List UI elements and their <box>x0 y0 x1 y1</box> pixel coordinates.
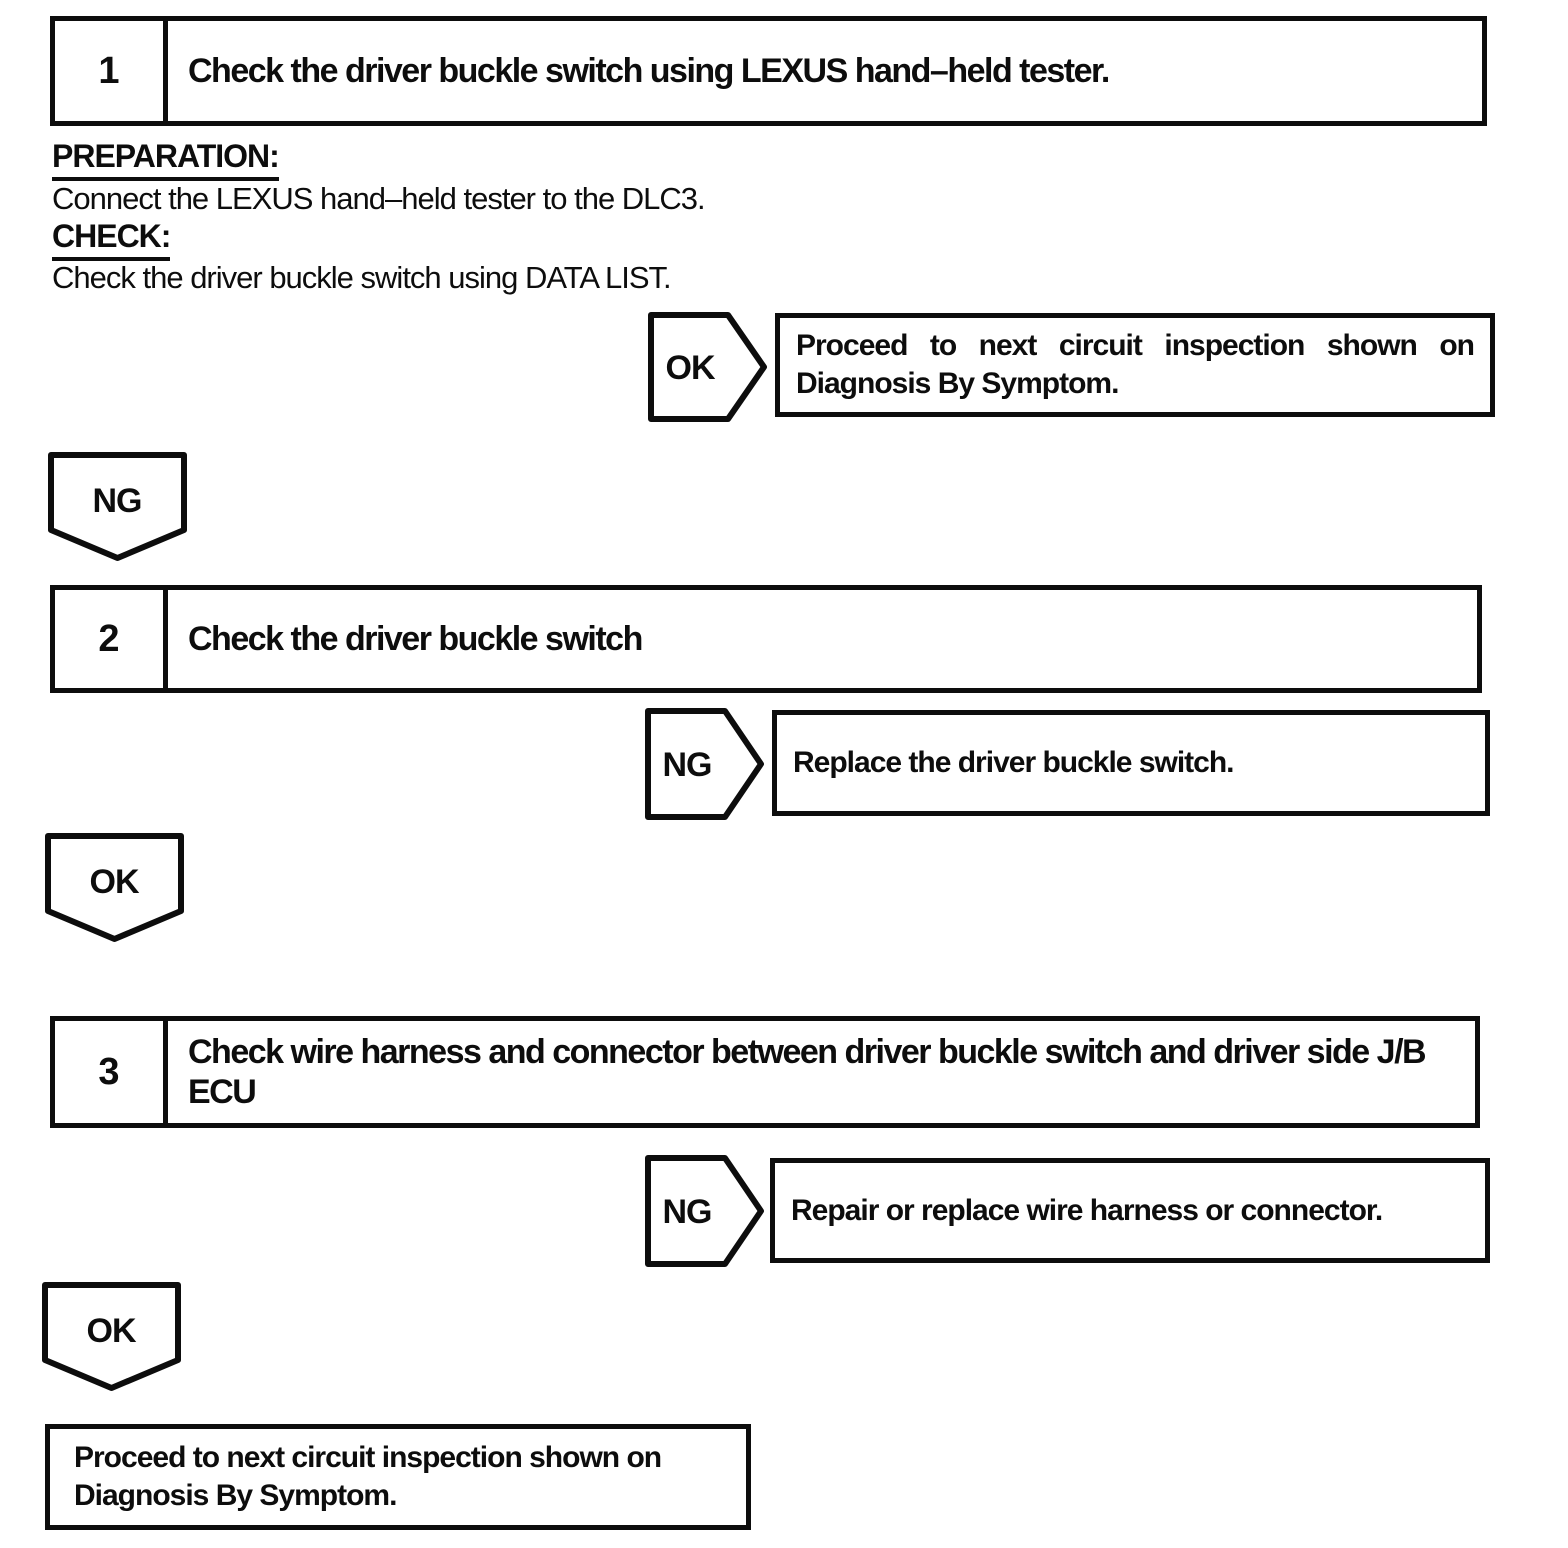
ng-connector-label: NG <box>93 482 142 520</box>
check-label: CHECK: <box>52 220 171 261</box>
ng-arrow-label-3: NG <box>663 1193 712 1231</box>
ng-connector-pentagon: NG <box>48 452 187 561</box>
ng-result-box-3: Repair or replace wire harness or connec… <box>770 1158 1490 1263</box>
final-result-line-1: Proceed to next circuit inspection shown… <box>74 1441 662 1474</box>
ok-arrow-label: OK <box>666 349 716 387</box>
ng-arrow-label-2: NG <box>663 746 712 784</box>
step-1-box: 1 Check the driver buckle switch using L… <box>50 16 1487 126</box>
step-1-title: Check the driver buckle switch using LEX… <box>168 21 1482 121</box>
final-result-line-2: Diagnosis By Symptom. <box>74 1479 397 1512</box>
ng-result-line-2: Replace the driver buckle switch. <box>793 746 1235 779</box>
ok-connector-pentagon-2: OK <box>42 1282 181 1391</box>
step-3-title: Check wire harness and connector between… <box>188 1033 1427 1111</box>
ok-result-box: Proceed to next circuit inspection shown… <box>775 313 1495 417</box>
ng-arrow-pentagon-3: NG <box>645 1155 764 1267</box>
step-3-number: 3 <box>55 1021 168 1123</box>
ok-arrow-pentagon: OK <box>648 312 767 422</box>
ng-result-box-2: Replace the driver buckle switch. <box>772 710 1490 816</box>
check-text: Check the driver buckle switch using DAT… <box>52 260 672 295</box>
preparation-text: Connect the LEXUS hand–held tester to th… <box>52 181 706 216</box>
step-2-box: 2 Check the driver buckle switch <box>50 585 1482 693</box>
step-2-title: Check the driver buckle switch <box>168 590 1477 688</box>
step-1-number: 1 <box>55 21 168 121</box>
ng-arrow-pentagon-2: NG <box>645 708 764 820</box>
ng-result-line-3: Repair or replace wire harness or connec… <box>791 1193 1383 1227</box>
step-1-title-text: Check the driver buckle switch using LEX… <box>188 52 1110 90</box>
preparation-label: PREPARATION: <box>52 140 280 181</box>
final-result-box: Proceed to next circuit inspection shown… <box>45 1424 751 1530</box>
ok-connector-pentagon-1: OK <box>45 833 184 942</box>
step-2-number: 2 <box>55 590 168 688</box>
step-2-title-text: Check the driver buckle switch <box>188 620 643 658</box>
step-3-box: 3 Check wire harness and connector betwe… <box>50 1016 1480 1128</box>
ok-result-line-1: Proceed to next circuit inspection shown… <box>796 329 1475 362</box>
ok-result-line-2: Diagnosis By Symptom. <box>796 367 1119 400</box>
ok-connector-label-2: OK <box>87 1312 137 1350</box>
ok-connector-label-1: OK <box>90 863 140 901</box>
